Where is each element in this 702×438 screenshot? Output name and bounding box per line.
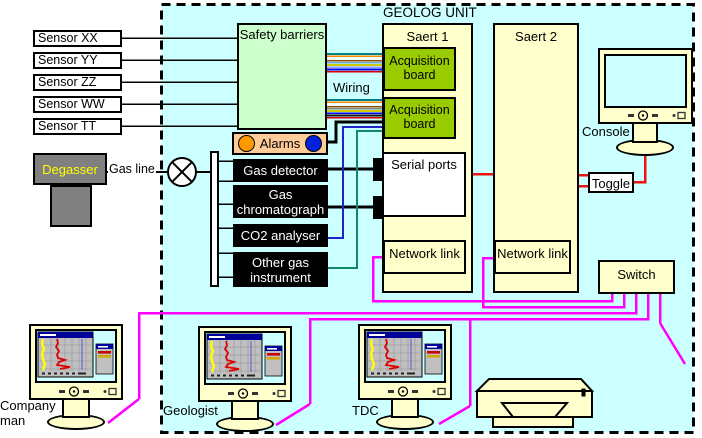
gas-chromatograph-box: Gas chromatograph [233, 185, 328, 218]
other-gas-instrument-box: Other gas instrument [233, 252, 328, 287]
gas-detector-box: Gas detector [233, 159, 328, 182]
wiring-bundle-1 [327, 53, 385, 73]
console-red-lines [466, 155, 647, 188]
geologist-label: Geologist [163, 403, 218, 418]
wiring-bundle-2 [327, 99, 385, 119]
saert1-serial-ports-box: Serial ports [382, 152, 466, 217]
wiring-label: Wiring [333, 80, 370, 95]
monitor-bezel-buttons [228, 388, 286, 399]
saert1-network-link-box: Network link [383, 240, 466, 274]
safety-barriers-box: Safety barriers [237, 23, 327, 130]
serial-connector-2 [373, 196, 384, 219]
co2-analyser-line [328, 126, 386, 239]
saert2-network-link-box: Network link [494, 240, 571, 274]
manifold-stubs [216, 160, 234, 278]
alarms-box: Alarms [232, 132, 328, 155]
alarms-signal-line [327, 120, 386, 144]
console-monitor-stand [632, 122, 658, 143]
console-screen [604, 54, 687, 108]
gas-line-label: Gas line [108, 162, 156, 177]
companyman-label: Company man [0, 398, 56, 428]
sensor-tt-box: Sensor TT [33, 118, 122, 135]
toggle-box: Toggle [588, 172, 634, 193]
alarm-lamp-blue-icon [305, 135, 322, 152]
saert1-title: Saert 1 [406, 29, 449, 44]
sensor-yy-box: Sensor YY [33, 52, 122, 69]
serial-connector-1 [373, 158, 384, 181]
log-chart-screen [206, 333, 283, 380]
network-magenta-lines [107, 255, 687, 427]
console-monitor [598, 48, 693, 124]
console-bezel-buttons [628, 110, 686, 121]
degasser-box: Degasser [33, 153, 107, 185]
saert1-acquisition-board-2: Acquisition board [383, 97, 456, 139]
geologist-screen [204, 331, 286, 385]
tdc-label: TDC [352, 403, 379, 418]
valve-icon [167, 157, 197, 187]
saert2-title: Saert 2 [515, 29, 557, 44]
co2-analyser-box: CO2 analyser [233, 224, 328, 247]
alarms-label: Alarms [259, 136, 301, 151]
sensor-zz-box: Sensor ZZ [33, 74, 122, 91]
log-chart-screen [37, 331, 114, 378]
sensor-xx-box: Sensor XX [33, 30, 122, 47]
sensor-ww-box: Sensor WW [33, 96, 122, 113]
printer-icon [474, 378, 595, 428]
alarm-lamp-orange-icon [238, 135, 255, 152]
tdc-monitor [358, 324, 452, 400]
log-chart-screen [366, 331, 443, 378]
other-gas-line [328, 130, 386, 269]
companyman-monitor [29, 324, 123, 400]
monitor-bezel-buttons [388, 386, 446, 397]
console-label: Console [582, 124, 630, 139]
monitor-bezel-buttons [59, 386, 117, 397]
geologist-monitor [198, 326, 292, 402]
companyman-screen [35, 329, 117, 383]
tdc-screen [364, 329, 446, 383]
switch-box: Switch [598, 260, 675, 294]
degasser-pedestal [50, 185, 92, 227]
saert1-acquisition-board-1: Acquisition board [383, 47, 456, 91]
geolog-unit-title: GEOLOG UNIT [383, 5, 477, 20]
sensor-lines [122, 37, 239, 127]
sample-manifold [210, 151, 219, 287]
